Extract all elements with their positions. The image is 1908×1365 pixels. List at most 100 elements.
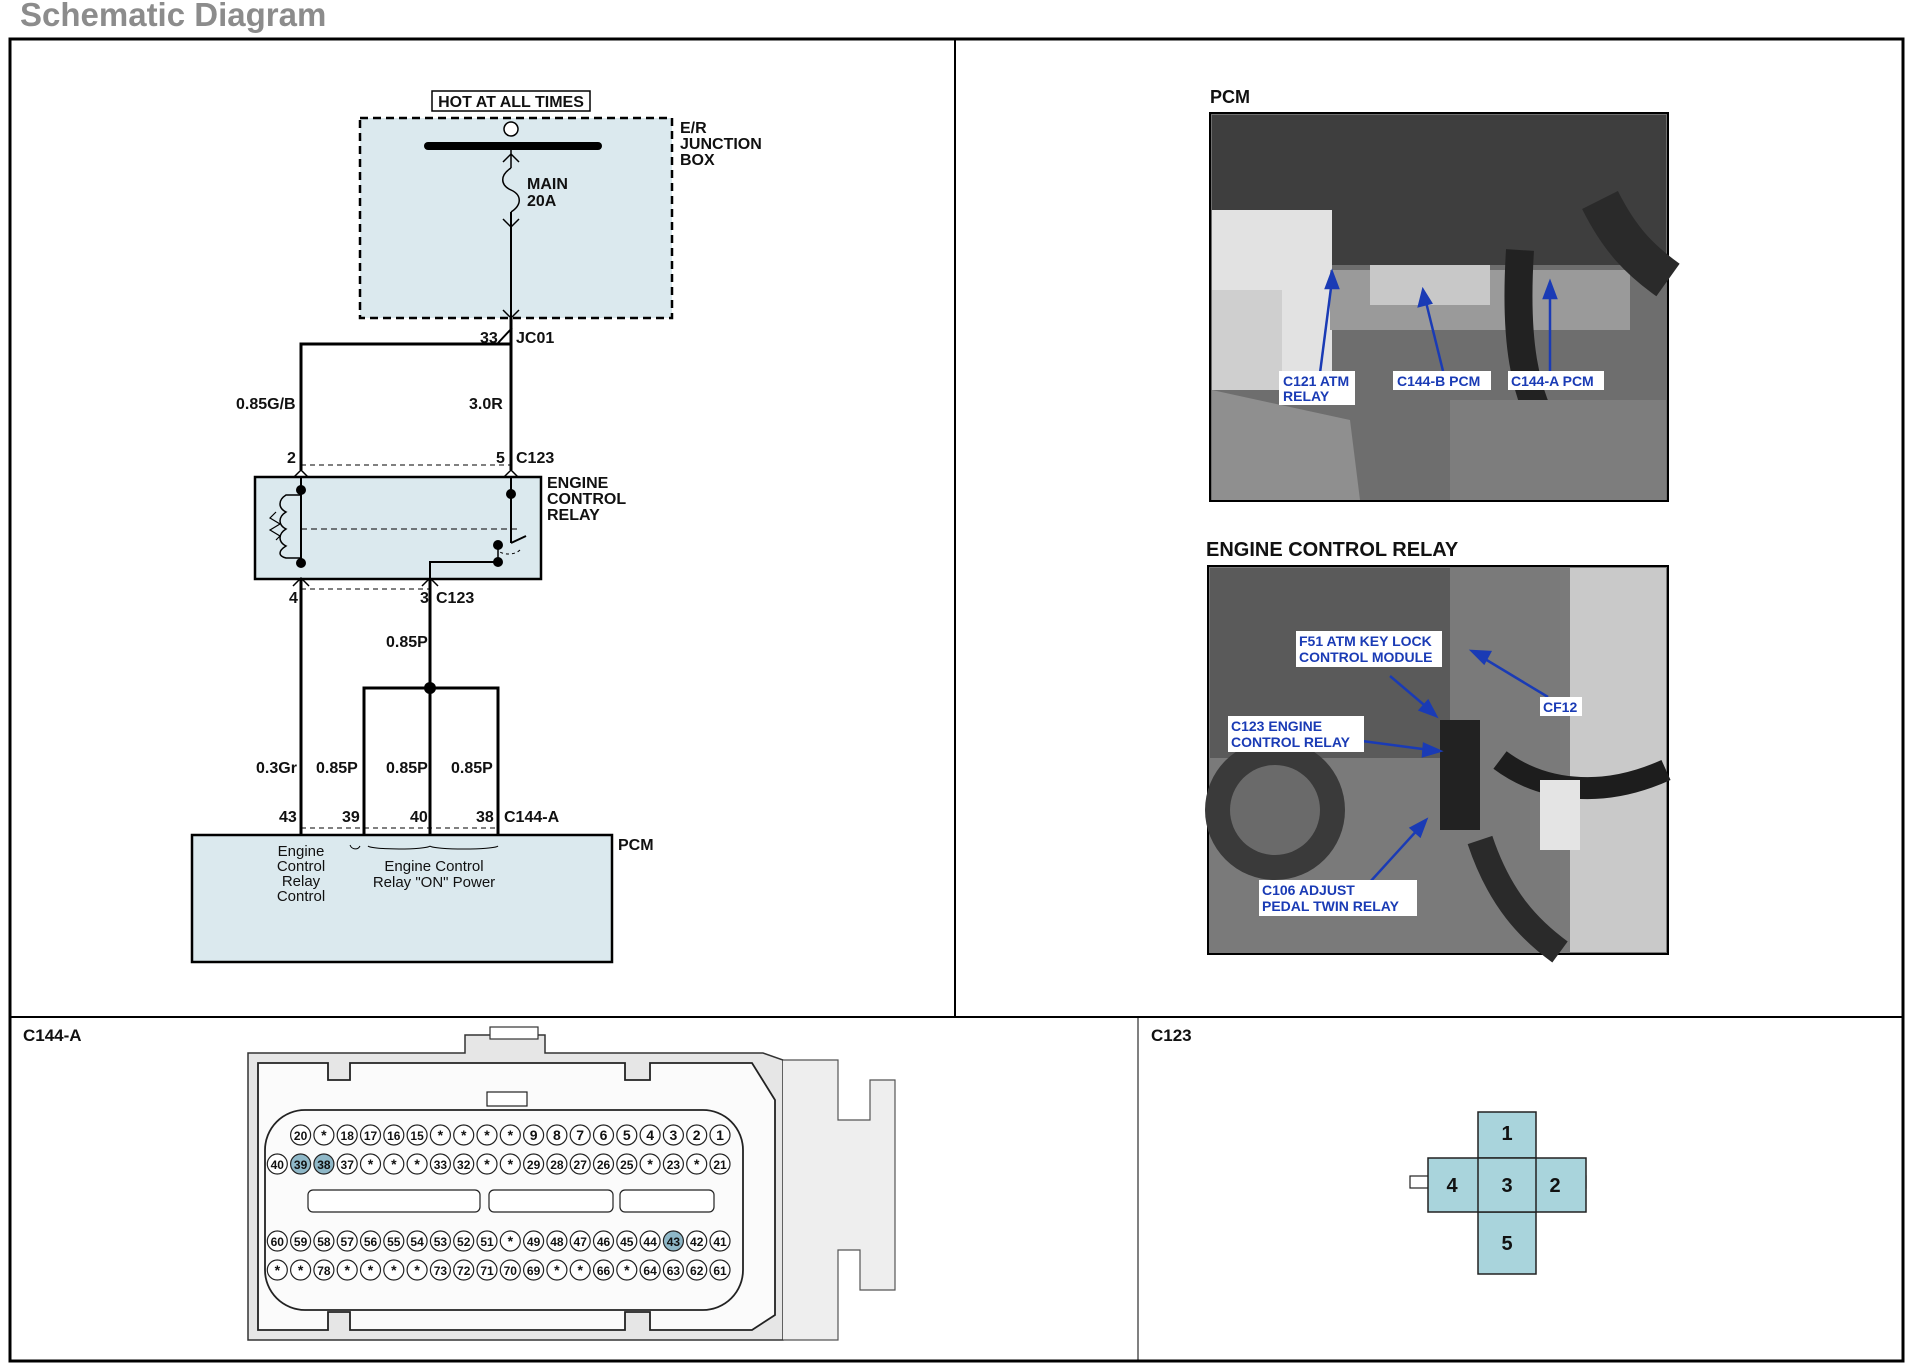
pcm-box	[190, 833, 614, 964]
wiring-schematic: HOT AT ALL TIMES E/R JUNCTION BOX MAIN 2…	[190, 90, 762, 964]
c144a-pin-1-10	[499, 1153, 521, 1175]
c144a-pin-label-3-15: *	[624, 1262, 630, 1278]
c144a-pin-0-1	[313, 1124, 335, 1146]
c144a-pin-label-0-17: 2	[693, 1127, 701, 1143]
pcm-func-1b: Control	[277, 858, 325, 875]
c144a-pin-label-3-5: *	[391, 1262, 397, 1278]
c144a-pin-3-16	[639, 1259, 661, 1281]
c144a-pin-label-2-6: 54	[410, 1235, 424, 1249]
power-terminal	[503, 121, 519, 137]
pcm-pin-39: 39	[342, 809, 360, 826]
c144a-pin-label-1-9: *	[484, 1156, 490, 1172]
c144a-pin-0-11	[546, 1124, 568, 1146]
c144a-pin-label-3-9: 71	[480, 1264, 494, 1278]
callout-c144b: C144-B PCM	[1397, 373, 1480, 389]
c144a-pin-1-8	[453, 1153, 475, 1175]
c144a-pin-0-3	[359, 1124, 382, 1146]
c144a-pin-label-0-14: 5	[623, 1127, 631, 1143]
c144a-pin-3-18	[686, 1259, 708, 1281]
c144a-pin-1-16	[639, 1153, 661, 1175]
c144a-pin-3-3	[336, 1259, 358, 1281]
c144a-pin-0-17	[686, 1124, 708, 1146]
c144a-pin-3-11	[522, 1259, 545, 1281]
c144a-pin-1-4	[359, 1153, 382, 1175]
c144a-pin-label-1-11: 29	[527, 1158, 541, 1172]
c144a-pin-label-1-19: 21	[713, 1158, 727, 1172]
pcm-func-1c: Relay	[282, 873, 321, 890]
junction-connector: JC01	[516, 330, 554, 347]
connector-c144a-title: C144-A	[23, 1026, 82, 1045]
c144a-pin-label-0-8: *	[484, 1127, 490, 1143]
c144a-pin-label-3-4: *	[368, 1262, 374, 1278]
relay-connector-top: C123	[516, 450, 554, 467]
c144a-pin-2-14	[592, 1230, 615, 1252]
c144a-pin-3-17	[662, 1259, 685, 1281]
c144a-pin-0-13	[592, 1124, 615, 1146]
pcm-photo-panel: PCM C121 ATM RELAY C144-B PCM C144-A PCM	[1209, 87, 1680, 502]
c144a-pin-3-7	[429, 1259, 451, 1281]
callout-c144a: C144-A PCM	[1511, 373, 1594, 389]
c144a-pin-0-2	[336, 1124, 358, 1146]
c144a-pin-label-3-6: *	[414, 1262, 420, 1278]
c144a-pin-label-3-18: 62	[690, 1264, 704, 1278]
hot-label-box	[431, 90, 591, 112]
c144a-pin-3-0	[266, 1259, 288, 1281]
c144a-pin-0-14	[616, 1124, 638, 1146]
c144a-pin-2-2	[313, 1230, 335, 1252]
c144a-pin-label-3-16: 64	[643, 1264, 657, 1278]
hot-label: HOT AT ALL TIMES	[438, 94, 584, 111]
c144a-pin-label-3-19: 61	[713, 1264, 727, 1278]
c144a-pin-label-3-17: 63	[667, 1264, 681, 1278]
c144a-pin-label-1-15: 25	[620, 1158, 634, 1172]
c144a-pin-label-2-13: 47	[574, 1235, 588, 1249]
c144a-pin-1-9	[476, 1153, 498, 1175]
c144a-pin-label-1-8: 32	[457, 1158, 471, 1172]
c144a-pin-label-0-1: *	[321, 1127, 327, 1143]
c144a-pin-label-0-15: 4	[646, 1127, 654, 1143]
c144a-pin-label-0-18: 1	[716, 1127, 724, 1143]
c144a-pin-0-15	[639, 1124, 661, 1146]
relay-label-3: RELAY	[547, 507, 600, 524]
c144a-pin-3-9	[476, 1259, 498, 1281]
c144a-pin-2-12	[546, 1230, 568, 1252]
c144a-pin-1-19	[709, 1153, 731, 1175]
c144a-pin-3-19	[709, 1259, 731, 1281]
c144a-pin-2-11	[522, 1230, 545, 1252]
c144a-pin-1-1	[290, 1153, 312, 1175]
callout-f51-2: CONTROL MODULE	[1299, 649, 1433, 665]
c144a-pin-label-0-13: 6	[600, 1127, 608, 1143]
c144a-pin-1-13	[569, 1153, 591, 1175]
connector-c123-title: C123	[1151, 1026, 1192, 1045]
wire-split	[362, 686, 500, 835]
outer-frame	[8, 37, 1905, 1363]
c144a-pin-2-3	[336, 1230, 358, 1252]
c144a-pin-label-0-0: 20	[294, 1129, 308, 1143]
pcm-connector: C144-A	[504, 809, 560, 826]
c144a-pin-3-4	[359, 1259, 382, 1281]
c144a-pin-0-18	[709, 1124, 731, 1146]
wire-p3-label: 0.85P	[451, 760, 493, 777]
pcm-photo-title: PCM	[1210, 87, 1250, 107]
c144a-pin-label-2-18: 42	[690, 1235, 704, 1249]
relay-pin-5: 5	[496, 450, 505, 467]
c144a-pin-label-2-16: 44	[643, 1235, 657, 1249]
c123-pin-4: 4	[1446, 1175, 1458, 1197]
c144a-pin-3-13	[569, 1259, 591, 1281]
callout-f51-1: F51 ATM KEY LOCK	[1299, 633, 1432, 649]
callout-c121-2: RELAY	[1283, 388, 1330, 404]
wire-main-p-label: 0.85P	[386, 634, 428, 651]
c144a-pin-1-18	[686, 1153, 708, 1175]
c144a-pin-3-15	[616, 1259, 638, 1281]
relay-resistor	[268, 511, 282, 541]
relay-pin-3: 3	[420, 590, 429, 607]
c144a-pin-label-1-10: *	[508, 1156, 514, 1172]
pcm-pin-40: 40	[410, 809, 428, 826]
callout-c121-1: C121 ATM	[1283, 373, 1349, 389]
c144a-pin-label-1-17: 23	[667, 1158, 681, 1172]
c144a-pin-label-2-11: 49	[527, 1235, 541, 1249]
c144a-pin-label-3-2: 78	[317, 1264, 331, 1278]
pcm-func-1a: Engine	[278, 843, 325, 860]
c144a-pin-label-2-14: 46	[597, 1235, 611, 1249]
c144a-pin-label-0-10: 9	[530, 1127, 538, 1143]
